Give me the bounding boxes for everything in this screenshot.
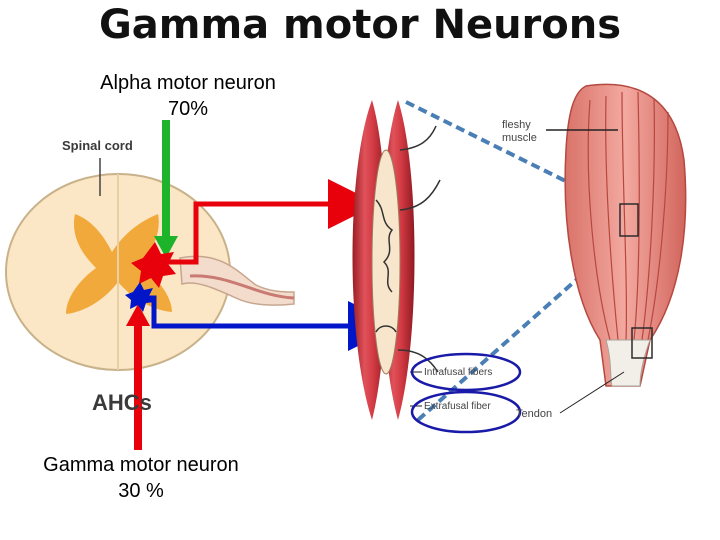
nerve-root — [179, 255, 295, 306]
tendon-label: Tendon — [516, 408, 553, 420]
spinal-cord-cross-section — [5, 158, 231, 371]
spindle-zoom-box — [619, 203, 639, 237]
muscle-spindle — [352, 100, 441, 420]
alpha-motor-neuron-icon — [131, 242, 176, 288]
spinal-cord-label: Spinal cord — [62, 138, 133, 153]
whole-muscle — [564, 83, 687, 387]
dashed-connector-upper — [405, 100, 617, 208]
gamma-motor-neuron-caption: Gamma motor neuron 30 % — [43, 454, 239, 502]
extrafusal-highlight-oval — [410, 390, 522, 434]
tendon-zoom-box — [631, 327, 653, 359]
gamma-motor-neuron-icon — [125, 282, 155, 312]
alpha-pathway-arrow — [155, 179, 378, 265]
intrafusal-fibers-label: Intrafusal fibers — [424, 367, 493, 378]
slide-title: Gamma motor Neurons — [98, 2, 622, 48]
intrafusal-highlight-oval — [410, 352, 522, 392]
tendon-leader — [559, 371, 625, 414]
fleshy-muscle-label: fleshy muscle — [502, 119, 537, 144]
extrafusal-fiber-label: Extrafusal fiber — [424, 401, 491, 412]
ahcs-label: AHCs — [92, 390, 152, 415]
alpha-motor-neuron-caption: Alpha motor neuron 70% — [100, 72, 276, 120]
